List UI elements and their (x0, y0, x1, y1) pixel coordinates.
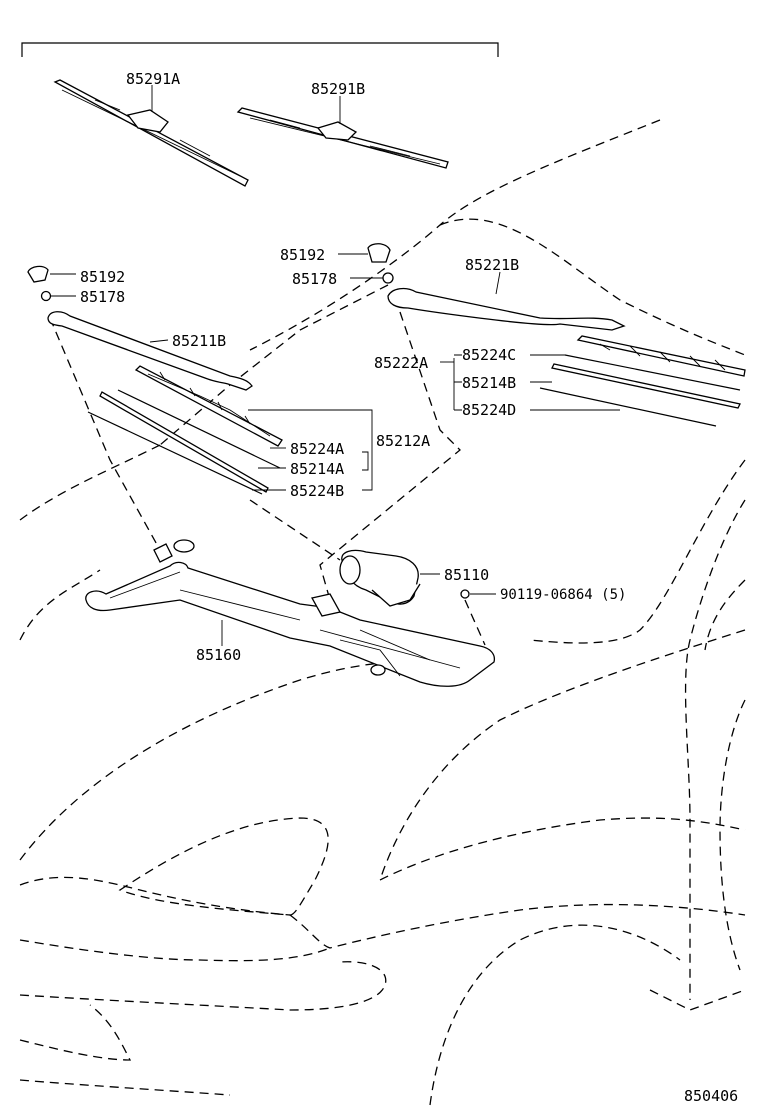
blade-assembly-85222a (539, 335, 746, 427)
label-85160: 85160 (196, 646, 241, 664)
label-85212a: 85212A (376, 432, 430, 450)
bracket-85222a (440, 354, 620, 411)
nut-85178-right (350, 272, 394, 284)
label-85291b: 85291B (311, 80, 365, 98)
label-85224b: 85224B (290, 482, 344, 500)
label-85214b: 85214B (462, 374, 516, 392)
bracket-85212a (248, 409, 373, 491)
label-85222a: 85222A (374, 354, 428, 372)
car-outline (19, 119, 746, 1106)
wiper-arm-85221b (387, 271, 626, 331)
label-85224c: 85224C (462, 346, 516, 364)
blade-assembly-85212a (87, 365, 283, 495)
label-85178-left: 85178 (80, 288, 125, 306)
bracket-line (21, 42, 499, 57)
nut-85178-left (40, 290, 76, 302)
label-85291a: 85291A (126, 70, 180, 88)
wiper-blade-85291a (53, 79, 249, 187)
cap-85192-right (338, 243, 391, 263)
label-85221b: 85221B (465, 256, 519, 274)
label-85192-right: 85192 (280, 246, 325, 264)
wiper-blade-85291b (236, 96, 449, 169)
part-labels: 85291A 85291B 85192 85178 85192 85178 85… (80, 70, 738, 1105)
label-85110: 85110 (444, 566, 489, 584)
label-85224a: 85224A (290, 440, 344, 458)
label-85192-left: 85192 (80, 268, 125, 286)
cap-85192-left (27, 265, 76, 283)
bolt-90119 (460, 589, 496, 599)
wiper-motor-85110 (339, 549, 440, 607)
label-90119: 90119-06864 (5) (500, 587, 626, 603)
label-85178-right: 85178 (292, 270, 337, 288)
wiper-linkage-85160 (85, 539, 496, 687)
label-85211b: 85211B (172, 332, 226, 350)
wiper-arm-85211b (47, 311, 253, 391)
drawing-number: 850406 (684, 1087, 738, 1105)
label-85214a: 85214A (290, 460, 344, 478)
label-85224d: 85224D (462, 401, 516, 419)
explode-lines (49, 284, 486, 646)
